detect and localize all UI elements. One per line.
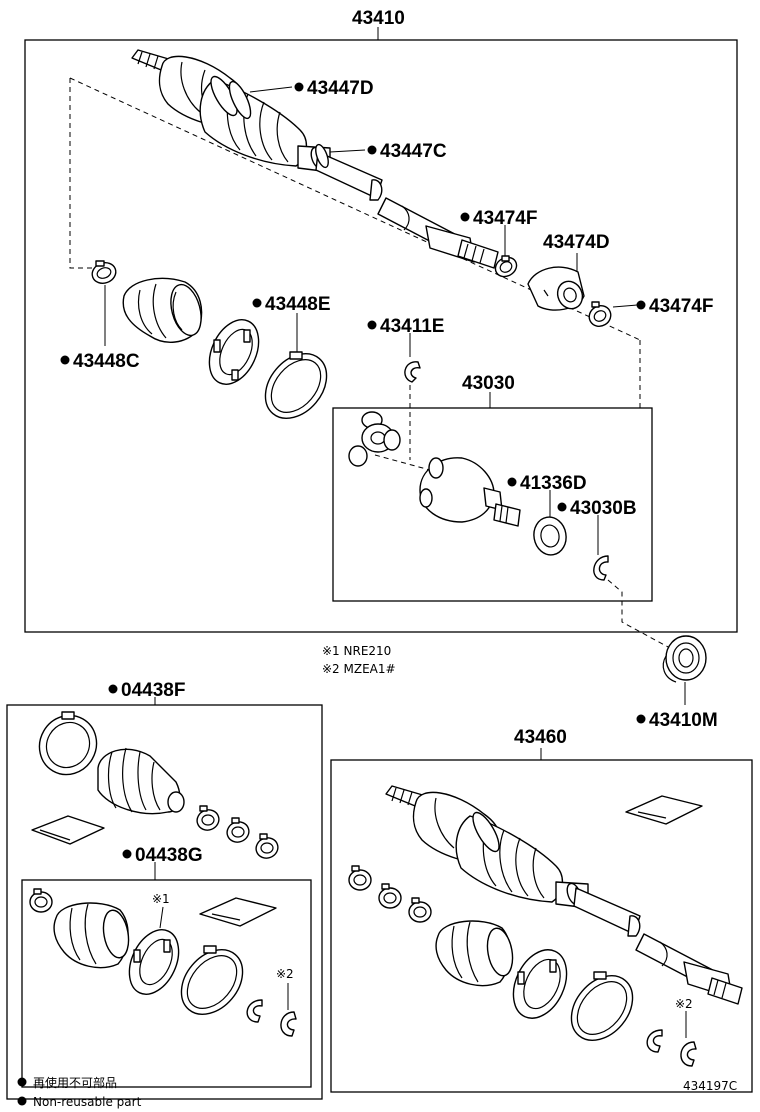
inner-joint-housing: [419, 457, 521, 527]
diagram-code: 434197C: [683, 1079, 737, 1093]
kit-g-boot-ring: [128, 929, 180, 995]
snap-ring-43411E: [404, 361, 421, 383]
label-43411E: 43411E: [380, 316, 444, 337]
label-43447C: 43447C: [380, 141, 447, 162]
label-43448E: 43448E: [265, 294, 331, 315]
clamp-43474F-b: [588, 301, 612, 327]
rh-grease-pack: [625, 795, 703, 825]
label-43410M: 43410M: [649, 710, 718, 731]
ref-mark-2-rh: ※2: [675, 997, 693, 1011]
clamp-43447D: [228, 80, 252, 120]
label-43474F-upper: 43474F: [473, 208, 537, 229]
rh-snap-ring-2: [680, 1041, 697, 1067]
damper-43474D: [527, 266, 585, 311]
clamp-43474F-a: [494, 255, 518, 278]
kit-g-snap-ring-2: [280, 1011, 297, 1037]
rh-clamp-band: [570, 971, 634, 1041]
inner-boot: [122, 277, 203, 343]
kit-g-grease-pack: [199, 897, 277, 927]
outer-boot: [199, 75, 307, 167]
kit-grease-pack: [31, 815, 105, 845]
legend-jp: 再使用不可部品: [33, 1075, 117, 1090]
seal-41336D: [533, 516, 567, 556]
bearing-43410M: [662, 635, 707, 683]
rh-shaft-bar: [555, 881, 743, 1005]
label-04438F: 04438F: [121, 680, 185, 701]
joint-subassembly-frame: [332, 407, 653, 602]
kit-g-inner-boot: [53, 902, 130, 969]
label-43447D: 43447D: [307, 78, 374, 99]
note-mzea1: ※2 MZEA1#: [322, 662, 396, 676]
rh-clamp-1: [348, 865, 372, 891]
kit-clamp-3: [255, 833, 279, 859]
boot-ring-43448E: [208, 319, 260, 385]
rh-snap-ring-1: [646, 1029, 663, 1053]
label-43410: 43410: [352, 8, 405, 29]
kit-clamp-2: [226, 817, 250, 843]
rh-clamp-2: [378, 883, 402, 909]
label-43030B: 43030B: [570, 498, 637, 519]
label-43030: 43030: [462, 373, 515, 394]
kit-clamp-1: [196, 805, 220, 831]
snap-ring-43030B: [593, 555, 609, 581]
main-assembly-frame: [24, 39, 738, 633]
kit-outer-boot: [97, 747, 185, 815]
label-43474F-lower: 43474F: [649, 296, 713, 317]
clamp-band-43448E: [264, 351, 328, 419]
label-41336D: 41336D: [520, 473, 587, 494]
rh-clamp-3: [408, 897, 432, 923]
boot-kit-frame: [6, 704, 323, 1100]
ref-mark-1: ※1: [152, 892, 170, 906]
tripod-joint: [348, 411, 401, 467]
rh-boot-ring: [512, 949, 568, 1019]
ref-mark-2-kit: ※2: [276, 967, 294, 981]
rh-outer-boot: [455, 811, 563, 903]
rh-inner-boot: [435, 920, 514, 987]
label-43448C: 43448C: [73, 351, 140, 372]
clamp-43448C: [91, 260, 117, 284]
label-43460: 43460: [514, 727, 567, 748]
kit-g-clamp-band: [180, 945, 244, 1015]
boot-kit-inner-frame: [21, 879, 312, 1088]
label-04438G: 04438G: [135, 845, 203, 866]
legend-en: Non-reusable part: [33, 1095, 142, 1109]
kit-clamp-band: [38, 711, 98, 776]
note-nre210: ※1 NRE210: [322, 644, 391, 658]
kit-g-snap-ring-1: [246, 999, 263, 1023]
clamp-43447C: [315, 143, 329, 169]
kit-g-clamp: [29, 888, 53, 913]
label-43474D: 43474D: [543, 232, 610, 253]
